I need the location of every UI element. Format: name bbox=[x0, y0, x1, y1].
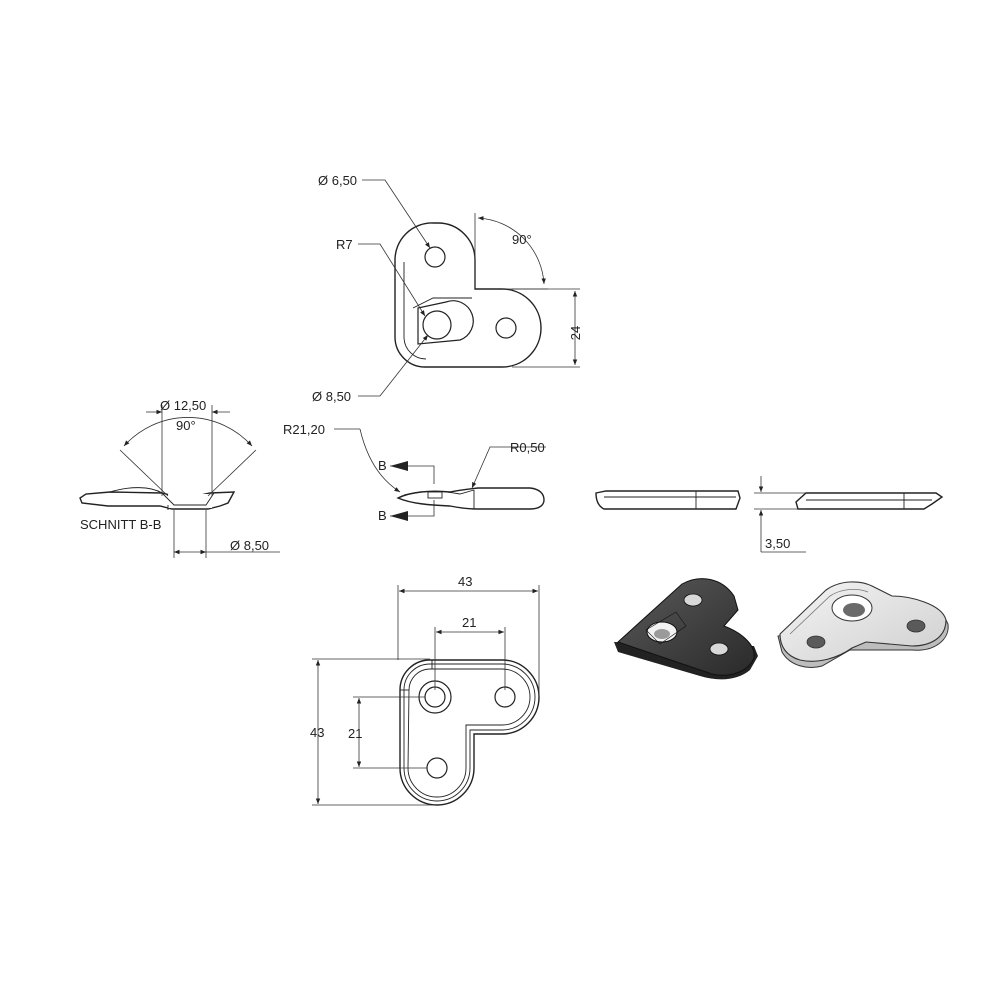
dim-hole-spacing-x: 21 bbox=[462, 615, 476, 630]
dim-section-angle: 90° bbox=[176, 418, 196, 433]
bottom-view-outline bbox=[399, 659, 540, 806]
dim-overall-height: 43 bbox=[310, 725, 324, 740]
top-hole-center bbox=[422, 310, 452, 340]
dim-dia-counter: Ø 8,50 bbox=[312, 389, 351, 404]
dim-width: 24 bbox=[568, 326, 583, 340]
dim-section-dia-bottom: Ø 8,50 bbox=[230, 538, 269, 553]
section-caption: SCHNITT B-B bbox=[80, 517, 161, 532]
section-marker-bottom: B bbox=[378, 508, 387, 523]
bottom-view: 43 21 43 21 bbox=[310, 574, 540, 806]
front-view: 3,50 bbox=[595, 476, 944, 553]
dim-angle-top: 90° bbox=[512, 232, 532, 247]
front-part-right bbox=[795, 492, 944, 510]
front-part-left bbox=[595, 490, 741, 510]
dim-section-dia-top: Ø 12,50 bbox=[160, 398, 206, 413]
dim-radius-corner: R7 bbox=[336, 237, 353, 252]
iso-view-light bbox=[777, 581, 949, 668]
bottom-hole-lower bbox=[426, 757, 448, 779]
section-bb: Ø 12,50 90° SCHNITT B-B Ø 8,50 bbox=[79, 398, 280, 558]
iso-view-dark bbox=[614, 578, 758, 680]
dim-radius-edge: R0,50 bbox=[510, 440, 545, 455]
dim-thickness: 3,50 bbox=[765, 536, 790, 551]
top-hole-upper bbox=[424, 246, 446, 268]
section-marker-top: B bbox=[378, 458, 387, 473]
dim-radius-large: R21,20 bbox=[283, 422, 325, 437]
dim-overall-width: 43 bbox=[458, 574, 472, 589]
top-hole-right bbox=[495, 317, 517, 339]
dim-dia-small: Ø 6,50 bbox=[318, 173, 357, 188]
top-view: Ø 6,50 R7 Ø 8,50 90° 24 bbox=[312, 173, 583, 404]
side-view: R21,20 B B R0,50 bbox=[283, 422, 546, 523]
dim-hole-spacing-y: 21 bbox=[348, 726, 362, 741]
